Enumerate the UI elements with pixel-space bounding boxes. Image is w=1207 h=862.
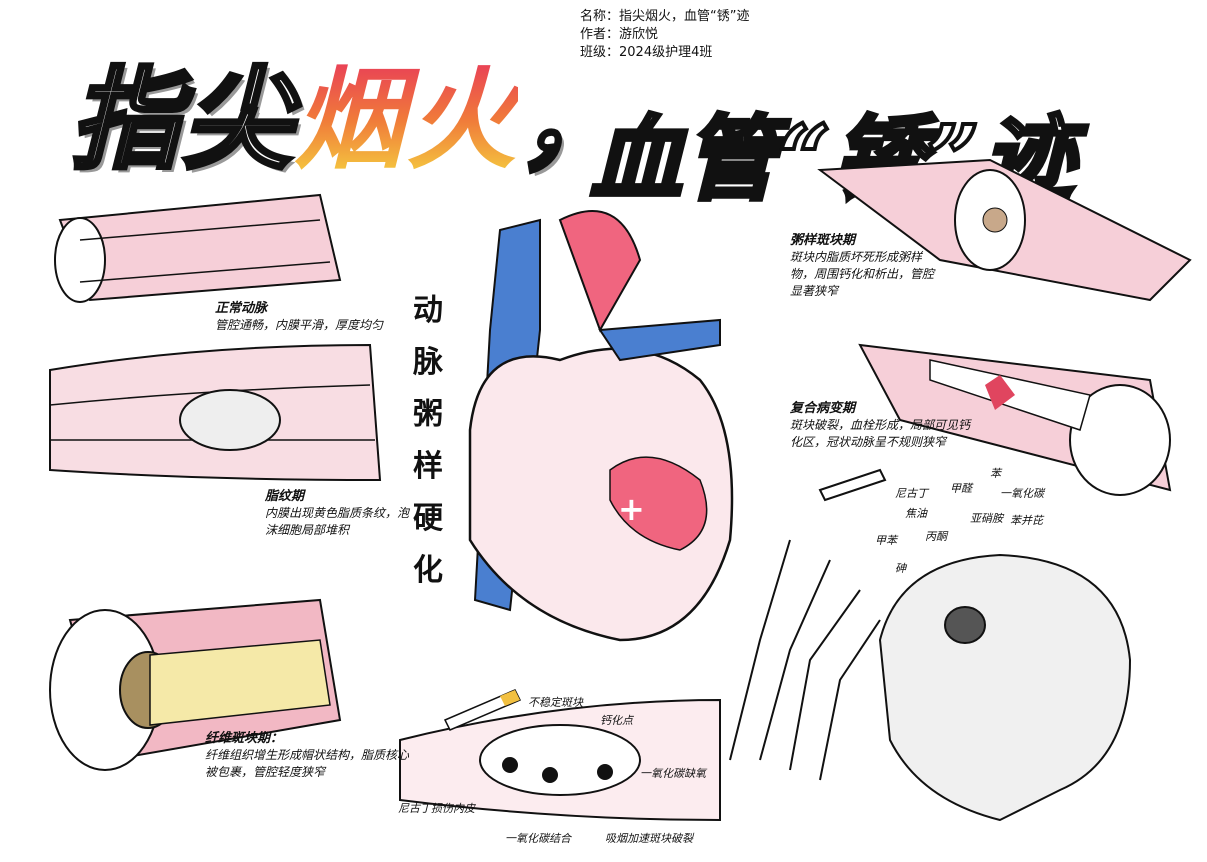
stage-normal: 正常动脉管腔通畅，内膜平滑，厚度均匀: [215, 301, 384, 332]
stage-fibrous-plaque: 纤维斑块期：纤维组织增生形成帽状结构，脂质核心被包裹，管腔轻度狭窄: [205, 731, 410, 779]
toxin: 甲苯: [875, 534, 897, 547]
fatty-streak-drawing: [49, 343, 382, 482]
center-vertical-title: 动脉粥样硬化: [413, 293, 443, 588]
poster-name: 名称：指尖烟火，血管“锈”迹: [580, 9, 750, 24]
vessel-label: 吸烟加速斑块破裂: [605, 832, 693, 845]
vessel-label: 一氧化碳结合: [505, 832, 571, 845]
stage-atheroma: 粥样斑块期斑块内脂质坏死形成粥样物，周围钙化和析出，管腔显著狭窄: [790, 233, 935, 298]
toxin: 苯: [990, 467, 1001, 480]
title-fire: 烟火: [294, 55, 518, 184]
stage-complicated: 复合病变期斑块破裂，血栓形成，局部可见钙化区，冠状动脉呈不规则狭窄: [790, 401, 971, 449]
poster-info: 名称：指尖烟火，血管“锈”迹 作者：游欣悦 班级：2024级护理4班: [580, 8, 749, 62]
svg-text:+: +: [618, 490, 645, 528]
toxin: 砷: [895, 562, 906, 575]
toxin: 焦油: [905, 507, 927, 520]
poster-author: 作者：游欣悦: [580, 27, 659, 42]
atheroma-drawing: [817, 158, 1192, 302]
title-part1: 指尖烟火，: [68, 53, 630, 186]
complicated-lesion-drawing: [858, 343, 1172, 496]
heart-drawing: +: [468, 210, 734, 642]
normal-artery-drawing: [54, 193, 342, 303]
fibrous-plaque-drawing: [49, 598, 342, 771]
vessel-label: 一氧化碳缺氧: [640, 767, 706, 780]
toxin: 丙酮: [925, 530, 947, 543]
toxin: 苯并芘: [1010, 514, 1043, 527]
skeleton-drawing: [729, 468, 1132, 822]
poster-class: 班级：2024级护理4班: [580, 45, 713, 60]
toxin: 一氧化碳: [1000, 487, 1044, 500]
toxin: 尼古丁: [895, 487, 928, 500]
toxin: 甲醛: [950, 482, 972, 495]
vessel-label: 尼古丁损伤内皮: [398, 802, 475, 815]
vessel-label: 不稳定斑块: [528, 696, 583, 709]
stage-fatty-streak: 脂纹期内膜出现黄色脂质条纹，泡沫细胞局部堆积: [265, 489, 410, 537]
toxin: 亚硝胺: [970, 512, 1003, 525]
vessel-label: 钙化点: [600, 714, 633, 727]
smoking-vessel-drawing: [399, 689, 721, 822]
